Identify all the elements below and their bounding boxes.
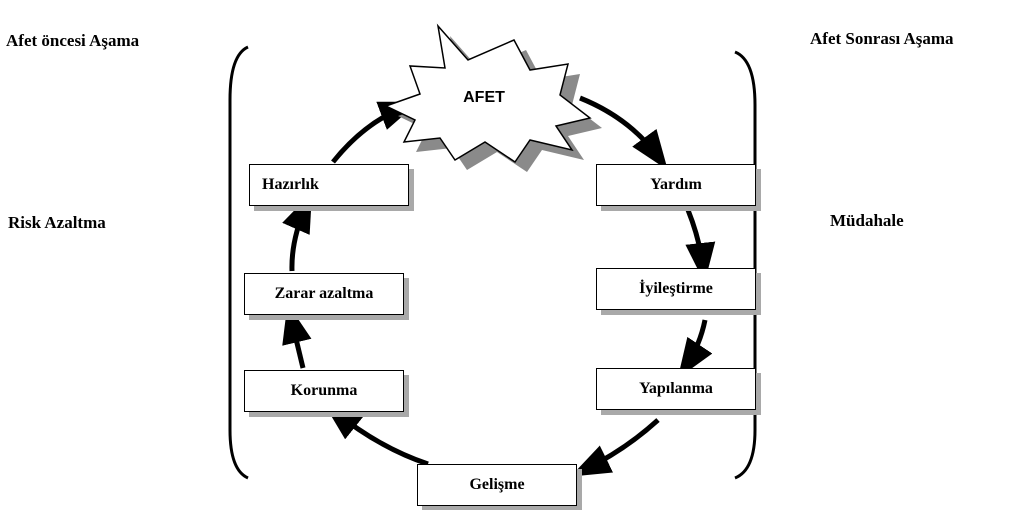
right-bracket xyxy=(734,50,757,480)
response-label: Müdahale xyxy=(830,211,904,230)
stage-gelisme: Gelişme xyxy=(417,464,577,506)
stage-yardim: Yardım xyxy=(596,164,756,206)
post-disaster-phase-label: Afet Sonrası Aşama xyxy=(810,29,954,48)
stage-korunma: Korunma xyxy=(244,370,404,412)
arrow-iyilestirme-to-yapilanma xyxy=(677,319,713,379)
arrow-gelisme-to-korunma xyxy=(323,402,429,467)
arrow-yapilanma-to-gelisme xyxy=(570,418,660,477)
arrow-afet-to-yardim xyxy=(579,95,668,171)
arrow-zarar-azaltma-to-hazirlik xyxy=(282,192,313,272)
arrow-yardim-to-iyilestirme xyxy=(685,209,716,283)
pre-disaster-phase-label: Afet öncesi Aşama xyxy=(6,31,140,50)
afet-burst xyxy=(384,23,592,164)
stage-yapilanma: Yapılanma xyxy=(596,368,756,410)
stage-zarar-azaltma: Zarar azaltma xyxy=(244,273,404,315)
risk-reduction-label: Risk Azaltma xyxy=(8,213,106,232)
arrow-hazirlik-to-afet xyxy=(331,101,420,164)
stage-iyilestirme: İyileştirme xyxy=(596,268,756,310)
left-bracket xyxy=(228,45,249,480)
stage-hazirlik: Hazırlık xyxy=(249,164,409,206)
arrow-korunma-to-zarar-azaltma xyxy=(282,303,312,369)
afet-label: AFET xyxy=(463,89,505,106)
